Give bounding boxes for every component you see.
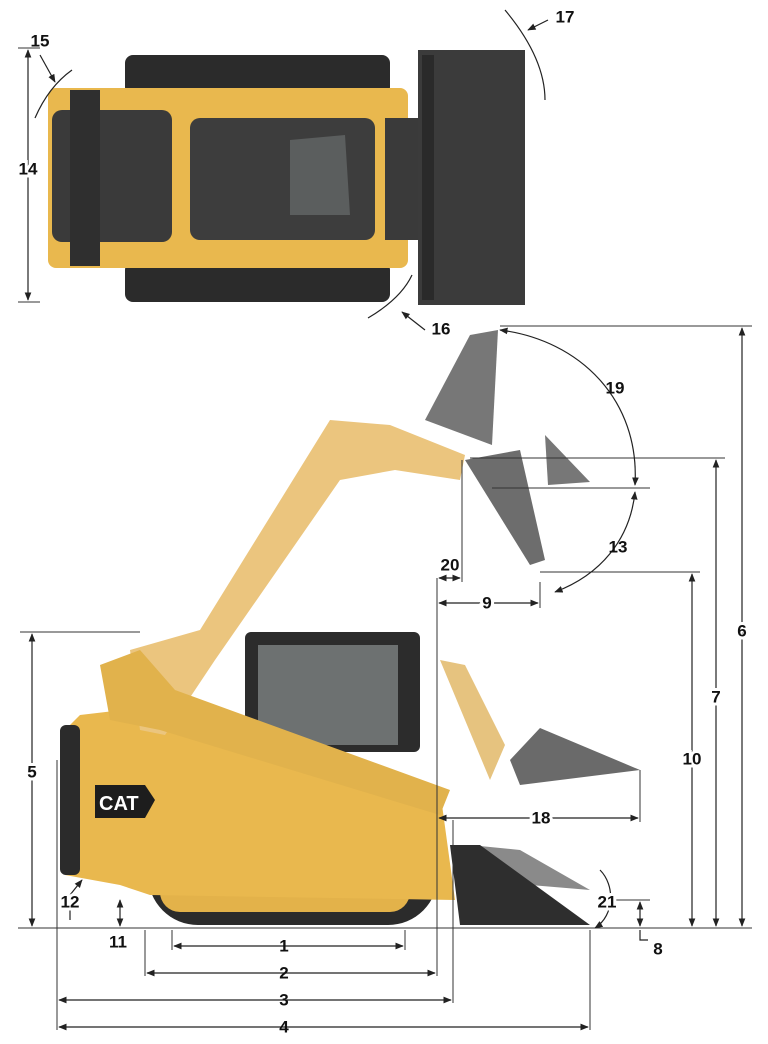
dim-21-arc	[594, 869, 612, 929]
top-cab-window	[290, 135, 350, 215]
dim-19-arc	[499, 327, 639, 486]
arm-reach-position	[440, 660, 505, 780]
lift-arm	[130, 420, 465, 735]
dim-16-leader	[401, 311, 426, 331]
top-track-lower	[125, 262, 390, 302]
cab-screen	[258, 645, 398, 745]
callout-3: 3	[279, 990, 288, 1009]
top-bucket-edge	[422, 55, 434, 300]
cat-logo-badge	[95, 785, 155, 818]
callout-2: 2	[279, 963, 288, 982]
bucket-on-ground	[450, 845, 590, 925]
callout-11: 11	[109, 932, 127, 951]
dim-12	[69, 879, 83, 920]
dim-16-arc	[367, 274, 413, 319]
dim-13-arc	[554, 491, 638, 593]
raised-bucket-positions	[425, 330, 640, 890]
callout-18: 18	[532, 808, 551, 827]
lower-lift-arm	[100, 650, 450, 815]
callout-12: 12	[61, 892, 80, 911]
dim-17-arc	[504, 9, 546, 101]
side-view-machine: CAT	[60, 420, 590, 925]
callout-15: 15	[31, 31, 50, 50]
callout-21: 21	[598, 892, 617, 911]
cat-logo: CAT	[99, 793, 139, 815]
bucket-rollback-position	[545, 435, 590, 485]
bucket-dump-position	[425, 330, 498, 445]
dim-17-leader	[527, 19, 549, 31]
callout-16: 16	[432, 319, 451, 338]
top-view-machine	[48, 50, 525, 305]
bucket-reach-position	[510, 728, 640, 785]
callout-8: 8	[653, 939, 662, 958]
dim-15-leader	[39, 54, 56, 83]
callout-20: 20	[441, 555, 460, 574]
callout-4: 4	[279, 1017, 289, 1036]
callout-17: 17	[556, 7, 575, 26]
callout-1: 1	[279, 936, 288, 955]
rear-grille	[60, 725, 80, 875]
top-track-upper	[125, 55, 390, 95]
main-body	[60, 705, 455, 900]
callout-9: 9	[482, 593, 491, 612]
top-rear-arm	[70, 90, 100, 266]
dim-8-leader	[639, 930, 648, 941]
dimension-lines	[24, 9, 746, 1031]
callout-6: 6	[737, 621, 746, 640]
bucket-max-height-position	[465, 450, 545, 565]
callout-5: 5	[27, 762, 36, 781]
callout-19: 19	[606, 378, 625, 397]
top-bucket	[418, 50, 525, 305]
dim-15-arc	[34, 69, 73, 119]
callout-14: 14	[19, 159, 38, 178]
callout-7: 7	[711, 687, 720, 706]
callout-labels: 1 2 3 4 5 6 7 8 9 10 11 12 13 14 15 16 1…	[16, 7, 750, 1036]
callout-13: 13	[609, 537, 628, 556]
callout-10: 10	[683, 749, 702, 768]
